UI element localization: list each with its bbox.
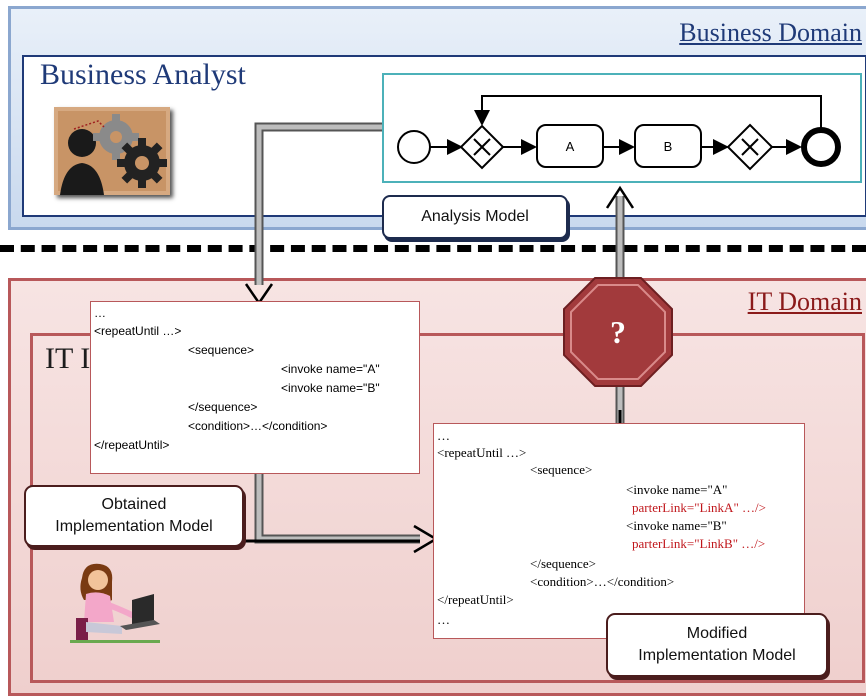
it-inner-title: IT I — [45, 342, 91, 375]
merge-gateway — [459, 124, 505, 170]
transform-arrow-down — [244, 122, 382, 306]
domain-separator-line — [0, 245, 866, 252]
split-gateway — [726, 123, 774, 171]
modify-arrow — [244, 474, 439, 554]
analyst-gears-icon — [54, 107, 170, 195]
end-event — [801, 127, 841, 167]
question-mark: ? — [610, 313, 626, 350]
code-line: <sequence> — [530, 462, 593, 477]
process-flow — [397, 95, 841, 171]
code-line-highlight: parterLink="LinkA" …/> — [632, 500, 766, 515]
code-line-highlight: parterLink="LinkB" …/> — [632, 536, 766, 551]
modified-label-line1: Modified — [686, 625, 748, 642]
code-line: <invoke name="B" — [626, 518, 727, 533]
stop-sign-icon: ? — [562, 276, 674, 388]
code-line: </repeatUntil> — [437, 592, 514, 607]
code-line: <invoke name="A" — [626, 482, 728, 497]
code-line: <invoke name="A" — [281, 362, 380, 376]
code-line: … — [437, 428, 450, 443]
modified-implementation-label: Modified Implementation Model — [606, 613, 828, 677]
code-line: <condition>…</condition> — [188, 419, 328, 433]
modified-label-line2: Implementation Model — [638, 647, 796, 664]
code-line: </sequence> — [530, 556, 596, 571]
business-analyst-title: Business Analyst — [40, 58, 246, 91]
code-line: <invoke name="B" — [281, 381, 380, 395]
code-line: … — [94, 306, 106, 320]
code-line: <condition>…</condition> — [530, 574, 675, 589]
obtained-label-line2: Implementation Model — [55, 518, 213, 535]
code-line: <repeatUntil …> — [437, 445, 527, 460]
modified-code-box: … <repeatUntil …> <sequence> <invoke nam… — [433, 423, 805, 639]
code-line: <repeatUntil …> — [94, 324, 182, 338]
obtained-implementation-label: Obtained Implementation Model — [24, 485, 244, 547]
start-event — [397, 130, 431, 164]
analysis-model-label: Analysis Model — [382, 195, 568, 239]
developer-at-laptop-icon — [70, 563, 160, 643]
business-domain-label: Business Domain — [679, 18, 862, 47]
it-domain-label: IT Domain — [747, 287, 862, 316]
task-b-label: B — [663, 138, 673, 154]
code-line: </sequence> — [188, 400, 258, 414]
task-a-label: A — [565, 138, 575, 154]
obtained-label-line1: Obtained — [101, 496, 167, 513]
code-line: </repeatUntil> — [94, 438, 170, 452]
obtained-code-box: … <repeatUntil …> <sequence> <invoke nam… — [90, 301, 420, 474]
code-line: … — [437, 612, 450, 627]
code-line: <sequence> — [188, 343, 255, 357]
process-model-frame — [382, 73, 862, 183]
